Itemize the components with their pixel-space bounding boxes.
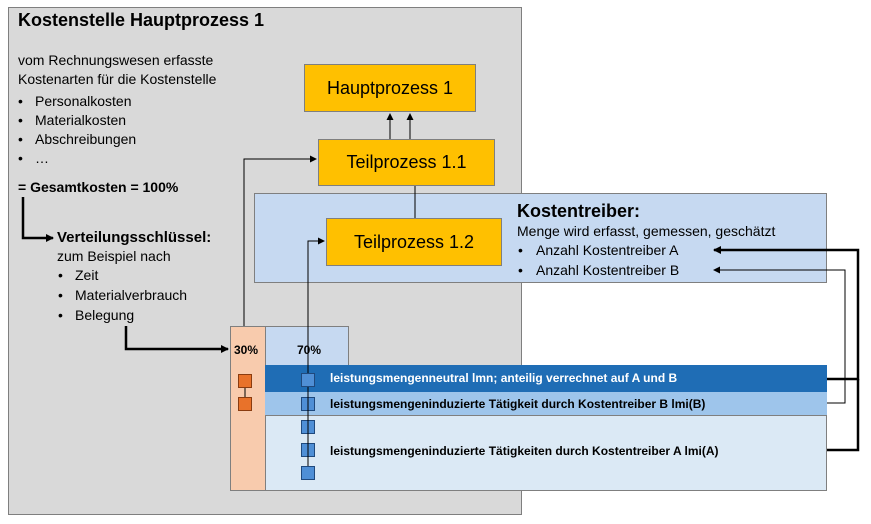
subprocess-1-1-box: Teilprozess 1.1 — [318, 139, 495, 186]
total-costs: = Gesamtkosten = 100% — [18, 179, 179, 195]
lmi-share-header — [265, 326, 349, 366]
lmi-a-row-label: leistungsmengeninduzierte Tätigkeiten du… — [330, 444, 719, 458]
bullet-icon: • — [18, 131, 23, 147]
cost-type-item: … — [35, 150, 49, 166]
activity-marker — [301, 373, 315, 387]
bullet-icon: • — [58, 287, 63, 303]
arrow-lmn-to-driver-a — [713, 246, 860, 381]
lmi-percent: 70% — [297, 343, 322, 357]
subprocess-1-2-box: Teilprozess 1.2 — [326, 218, 502, 266]
lmi-b-row — [265, 392, 827, 415]
bullet-icon: • — [18, 93, 23, 109]
cost-type-item: Abschreibungen — [35, 131, 137, 147]
key-item: Belegung — [75, 307, 135, 323]
cost-driver-item: Anzahl Kostentreiber B — [536, 262, 680, 278]
key-item: Materialverbrauch — [75, 287, 188, 303]
key-item: Zeit — [75, 267, 99, 283]
arrow-lmn-to-tp11 — [243, 155, 317, 326]
bullet-icon: • — [518, 242, 523, 258]
lmi-b-row-label: leistungsmengeninduzierte Tätigkeit durc… — [330, 397, 706, 411]
arrow-key-to-share — [124, 326, 229, 353]
intro-line-1: vom Rechnungswesen erfasste — [18, 52, 214, 68]
bullet-icon: • — [58, 267, 63, 283]
arrow-lmi-to-tp12 — [307, 237, 325, 373]
intro-line-2: Kostenarten für die Kostenstelle — [18, 71, 217, 87]
cost-type-item: Personalkosten — [35, 93, 132, 109]
main-process-box: Hauptprozess 1 — [304, 64, 476, 112]
lmn-row — [265, 365, 827, 392]
main-process-label: Hauptprozess 1 — [326, 77, 454, 98]
bullet-icon: • — [58, 307, 63, 323]
arrow-lmib-to-driver-b — [713, 266, 846, 404]
bullet-icon: • — [518, 262, 523, 278]
bullet-icon: • — [18, 112, 23, 128]
lmn-percent: 30% — [234, 343, 259, 357]
distribution-key-title: Verteilungsschlüssel: — [57, 229, 212, 246]
arrow-lmia-to-driver-a — [827, 379, 860, 452]
distribution-key-subtitle: zum Beispiel nach — [57, 248, 171, 264]
cost-type-item: Materialkosten — [35, 112, 127, 128]
subprocess-1-1-label: Teilprozess 1.1 — [346, 152, 467, 172]
lmn-marker — [238, 374, 252, 388]
cost-driver-subtitle: Menge wird erfasst, gemessen, geschätzt — [517, 223, 776, 239]
cost-center-title: Kostenstelle Hauptprozess 1 — [18, 10, 265, 30]
bullet-icon: • — [18, 150, 23, 166]
lmn-row-label: leistungsmengenneutral lmn; anteilig ver… — [330, 371, 678, 385]
activity-marker — [301, 466, 315, 480]
subprocess-1-2-label: Teilprozess 1.2 — [353, 231, 475, 252]
lmn-marker — [238, 397, 252, 411]
arrow-total-to-key — [21, 197, 54, 242]
cost-driver-item: Anzahl Kostentreiber A — [536, 242, 679, 258]
lmi-a-area — [265, 415, 827, 491]
cost-driver-title: Kostentreiber: — [517, 201, 641, 221]
